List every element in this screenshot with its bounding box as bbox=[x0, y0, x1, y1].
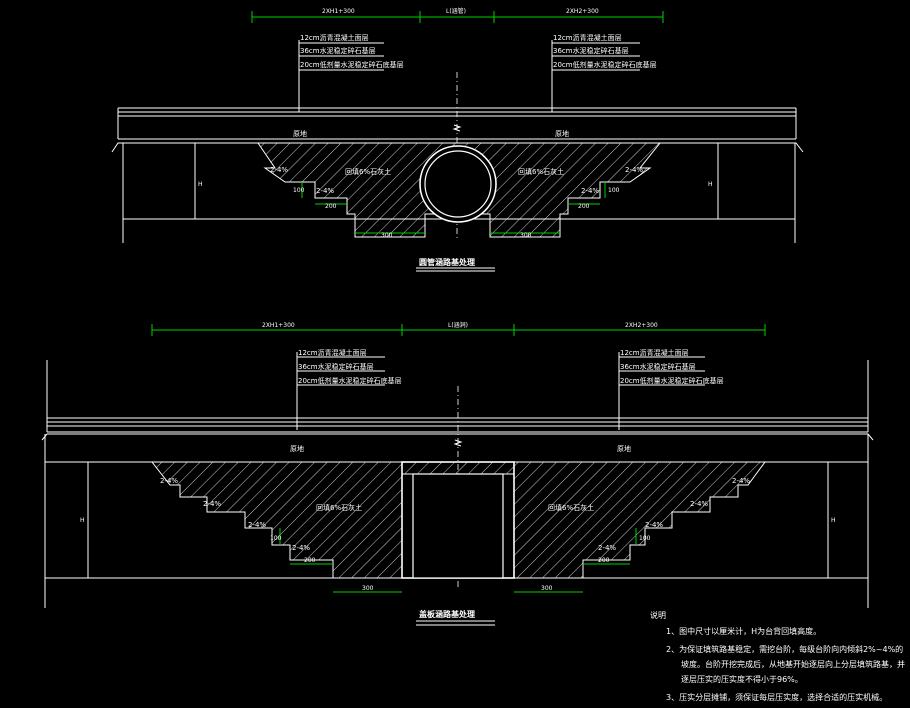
layer-callout-left: 12cm沥青混凝土面层 36cm水泥稳定碎石基层 20cm低剂量水泥稳定碎石底基… bbox=[298, 33, 404, 112]
slope-label: 2-4% bbox=[645, 521, 663, 529]
slope-label: 2-4% bbox=[732, 477, 750, 485]
note-line-4: 逐层压实的压实度不得小于96%。 bbox=[681, 674, 803, 684]
layer-callout-right: 12cm沥青混凝土面层 36cm水泥稳定碎石基层 20cm低剂量水泥稳定碎石底基… bbox=[551, 33, 657, 112]
layer-left-1: 12cm沥青混凝土面层 bbox=[298, 348, 367, 357]
culvert-pipe bbox=[419, 145, 497, 223]
notes-heading: 说明 bbox=[650, 610, 666, 620]
pavement bbox=[41, 360, 874, 447]
layer-left-3: 20cm低剂量水泥稳定碎石底基层 bbox=[300, 60, 404, 69]
fill-right-label: 回填6%石灰土 bbox=[548, 503, 594, 512]
lime-soil-backfill-left bbox=[150, 461, 403, 579]
step-width-label: 200 bbox=[598, 557, 610, 564]
slope-label: 2-4% bbox=[690, 500, 708, 508]
dim-right-label: 2XH2+300 bbox=[566, 8, 599, 15]
detail-dimensions: 100 200 300 300 200 100 H H bbox=[194, 143, 719, 239]
slope-label: 2-4% bbox=[292, 544, 310, 552]
step-height-label: 100 bbox=[270, 535, 282, 542]
layer-left-3: 20cm低剂量水泥稳定碎石底基层 bbox=[298, 376, 402, 385]
step-width-label: 200 bbox=[325, 203, 337, 210]
slab-culvert-section: 2XH1+300 L(涵洞) 2XH2+300 12cm沥青混凝土面层 36cm… bbox=[41, 321, 874, 626]
layer-callout-right: 12cm沥青混凝土面层 36cm水泥稳定碎石基层 20cm低剂量水泥稳定碎石底基… bbox=[618, 348, 724, 430]
slope-label: 2-4% bbox=[203, 500, 221, 508]
title-pipe: 圆管涵路基处理 bbox=[419, 257, 475, 267]
base-width-label: 300 bbox=[520, 232, 532, 239]
layer-left-1: 12cm沥青混凝土面层 bbox=[300, 33, 369, 42]
slope-label: 2-4% bbox=[270, 166, 288, 174]
step-width-label: 200 bbox=[578, 203, 590, 210]
note-line-3: 坡度。台阶开挖完成后，从地基开始逐层向上分层填筑路基，并 bbox=[681, 659, 905, 669]
layer-right-2: 36cm水泥稳定碎石基层 bbox=[620, 362, 696, 371]
detail-dimensions: 100 200 300 300 200 100 H H bbox=[80, 462, 836, 593]
h-label: H bbox=[708, 181, 713, 188]
layer-right-3: 20cm低剂量水泥稳定碎石底基层 bbox=[620, 376, 724, 385]
base-width-label: 300 bbox=[541, 585, 553, 592]
step-height-label: 100 bbox=[608, 187, 620, 194]
notes-block: 说明 1、图中尺寸以厘米计，H为台背回填高度。 2、为保证填筑路基稳定，需挖台阶… bbox=[650, 610, 905, 702]
slope-label: 2-4% bbox=[316, 187, 334, 195]
slope-label: 2-4% bbox=[248, 521, 266, 529]
layer-right-1: 12cm沥青混凝土面层 bbox=[553, 33, 622, 42]
pipe-culvert-section: 2XH1+300 L(涵管) 2XH2+300 12cm沥青混凝土面层 36cm… bbox=[111, 7, 804, 272]
note-line-1: 1、图中尺寸以厘米计，H为台背回填高度。 bbox=[666, 626, 821, 636]
base-width-label: 300 bbox=[362, 585, 374, 592]
top-dimension-line: 2XH1+300 L(涵洞) 2XH2+300 bbox=[151, 321, 766, 336]
title-slab: 盖板涵路基处理 bbox=[419, 609, 475, 619]
h-label: H bbox=[80, 517, 85, 524]
base-width-label: 300 bbox=[381, 232, 393, 239]
fill-right-label: 回填6%石灰土 bbox=[518, 167, 564, 176]
top-dimension-line: 2XH1+300 L(涵管) 2XH2+300 bbox=[251, 7, 664, 23]
dim-left-label: 2XH1+300 bbox=[322, 8, 355, 15]
layer-right-2: 36cm水泥稳定碎石基层 bbox=[553, 46, 629, 55]
lime-soil-backfill-right bbox=[513, 461, 766, 579]
dim-center-label: L(涵洞) bbox=[448, 321, 468, 329]
layer-right-1: 12cm沥青混凝土面层 bbox=[620, 348, 689, 357]
note-line-2: 2、为保证填筑路基稳定，需挖台阶，每级台阶向内倾斜2%~4%的 bbox=[666, 644, 903, 654]
ground-left-label: 原地 bbox=[290, 444, 304, 453]
layer-right-3: 20cm低剂量水泥稳定碎石底基层 bbox=[553, 60, 657, 69]
ground-left-label: 原地 bbox=[293, 129, 307, 138]
dim-center-label: L(涵管) bbox=[446, 7, 466, 15]
h-label: H bbox=[831, 517, 836, 524]
step-width-label: 200 bbox=[304, 557, 316, 564]
h-label: H bbox=[198, 181, 203, 188]
fill-left-label: 回填6%石灰土 bbox=[345, 167, 391, 176]
step-height-label: 100 bbox=[639, 535, 651, 542]
drawing-title: 圆管涵路基处理 bbox=[416, 257, 495, 272]
step-height-label: 100 bbox=[293, 187, 305, 194]
note-line-5: 3、压实分层摊铺，须保证每层压实度，选择合适的压实机械。 bbox=[666, 692, 887, 702]
slope-label: 2-4% bbox=[581, 187, 599, 195]
layer-left-2: 36cm水泥稳定碎石基层 bbox=[300, 46, 376, 55]
drawing-title: 盖板涵路基处理 bbox=[416, 609, 495, 626]
slope-label: 2-4% bbox=[598, 544, 616, 552]
slope-label: 2-4% bbox=[160, 477, 178, 485]
slope-label: 2-4% bbox=[625, 166, 643, 174]
dim-right-label: 2XH2+300 bbox=[625, 322, 658, 329]
fill-left-label: 回填6%石灰土 bbox=[316, 503, 362, 512]
culvert-box bbox=[401, 461, 515, 579]
ground-right-label: 原地 bbox=[555, 129, 569, 138]
layer-left-2: 36cm水泥稳定碎石基层 bbox=[298, 362, 374, 371]
layer-callout-left: 12cm沥青混凝土面层 36cm水泥稳定碎石基层 20cm低剂量水泥稳定碎石底基… bbox=[296, 348, 402, 430]
ground-right-label: 原地 bbox=[617, 444, 631, 453]
dim-left-label: 2XH1+300 bbox=[262, 322, 295, 329]
